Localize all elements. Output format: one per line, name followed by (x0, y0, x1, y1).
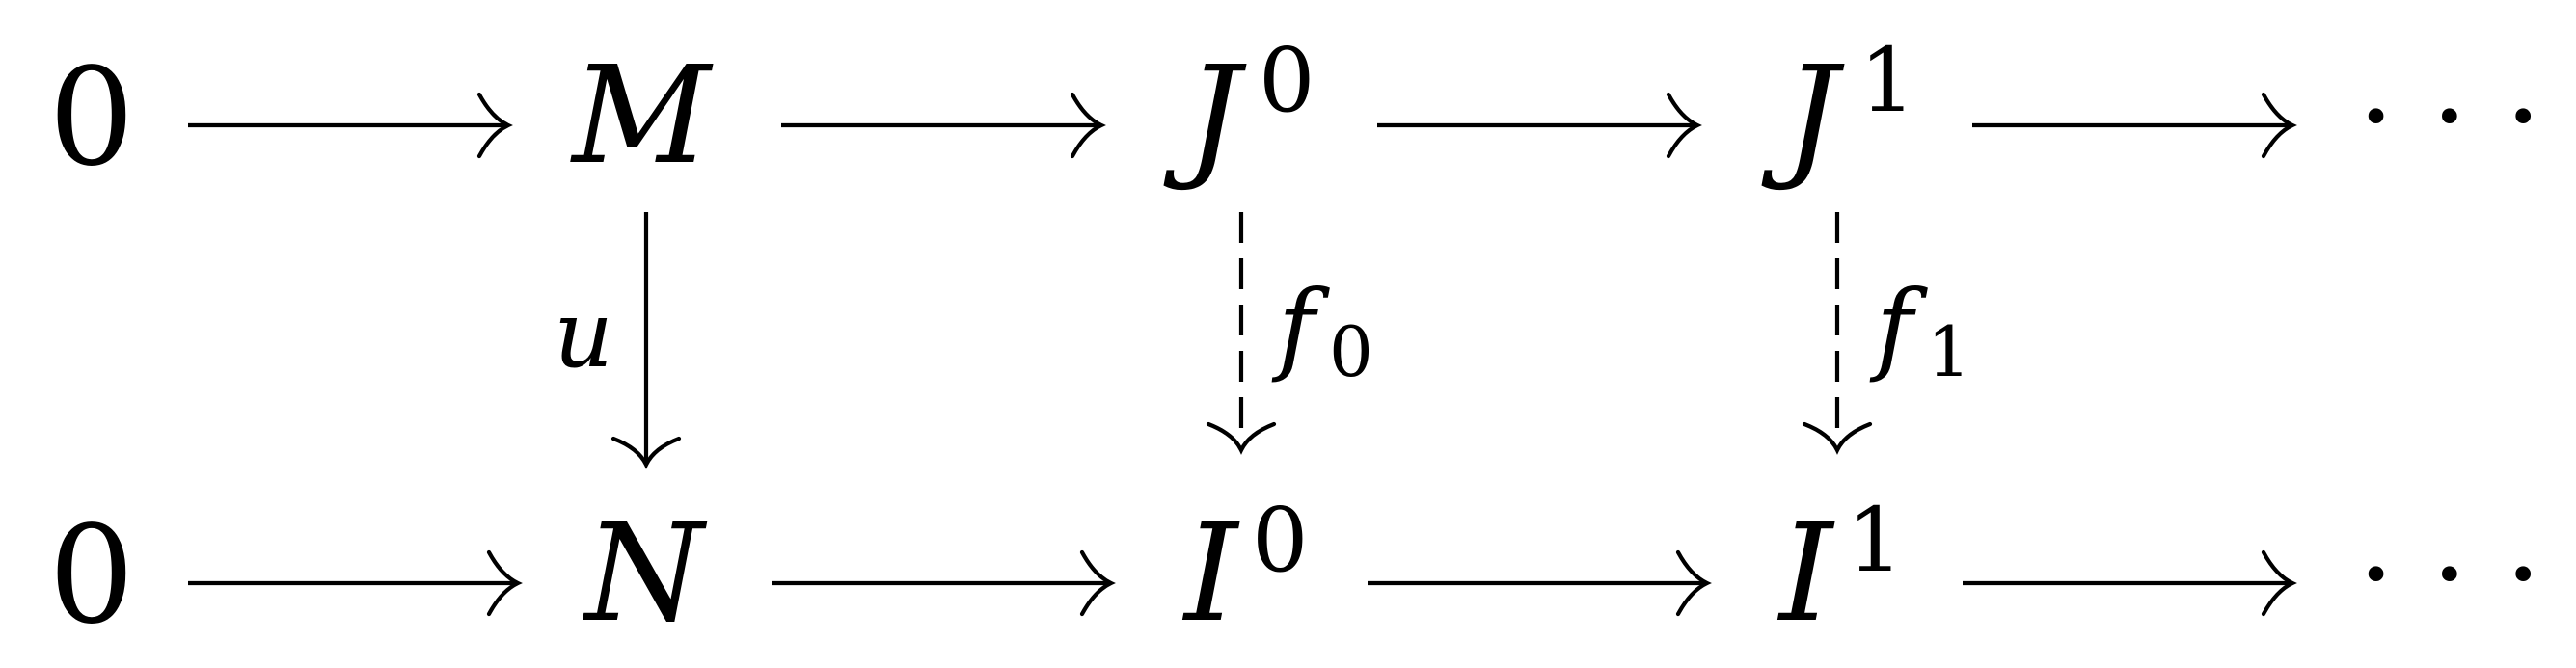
arrow-0-to-n (188, 549, 523, 617)
bottom-zero: 0 (48, 497, 134, 655)
label-f1-subscript: 1 (1927, 311, 1971, 392)
node-i0-superscript: 0 (1252, 489, 1309, 592)
node-i1: I 1 (1776, 489, 1904, 653)
bottom-ellipsis: · · · (2358, 508, 2542, 642)
node-i1-base: I (1776, 495, 1835, 653)
node-i0-base: I (1181, 495, 1240, 653)
label-f1: f 1 (1869, 268, 1971, 392)
top-ellipsis: · · · (2358, 50, 2542, 184)
arrow-0-to-m (188, 92, 513, 159)
node-j1-superscript: 1 (1859, 29, 1916, 132)
label-f1-base: f (1869, 268, 1928, 386)
arrow-m-to-j0 (781, 92, 1106, 159)
label-f0: f 0 (1271, 268, 1373, 392)
arrow-i0-to-i1 (1368, 549, 1712, 617)
arrow-f1-j1-to-i1 (1802, 212, 1873, 455)
arrow-n-to-i0 (772, 549, 1116, 617)
label-f0-subscript: 0 (1329, 311, 1373, 392)
node-m: M (569, 38, 714, 195)
node-j0-superscript: 0 (1259, 29, 1315, 132)
arrow-j1-to-dots (1972, 92, 2297, 159)
node-i1-superscript: 1 (1847, 489, 1904, 592)
node-n: N (583, 495, 708, 653)
node-j0: J 0 (1163, 29, 1315, 195)
arrow-j0-to-j1 (1377, 92, 1702, 159)
arrow-f0-j0-to-i0 (1206, 212, 1277, 455)
arrow-u-m-to-n (610, 212, 682, 469)
top-zero: 0 (48, 40, 134, 197)
arrow-i1-to-dots (1963, 549, 2297, 617)
node-i0: I 0 (1181, 489, 1309, 653)
label-u: u (554, 281, 613, 388)
node-j0-base: J (1163, 38, 1247, 195)
label-f0-base: f (1271, 268, 1330, 386)
node-j1-base: J (1761, 38, 1845, 195)
node-j1: J 1 (1761, 29, 1916, 195)
